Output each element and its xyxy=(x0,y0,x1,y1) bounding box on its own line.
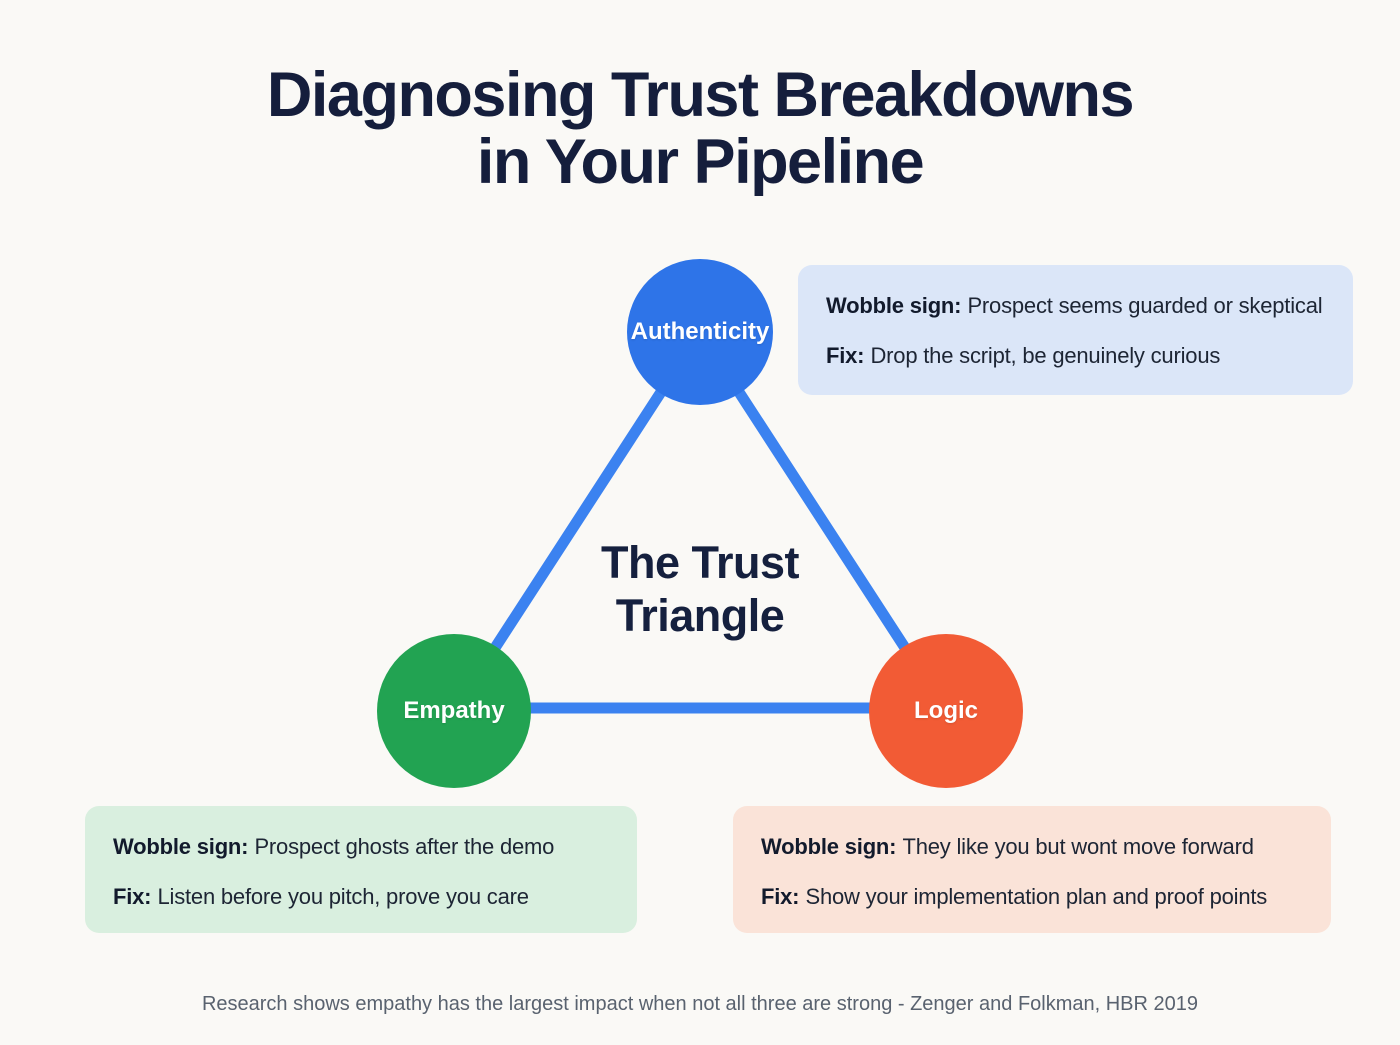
callout-authenticity-wobble: Wobble sign:Prospect seems guarded or sk… xyxy=(826,290,1325,322)
callout-empathy-wobble: Wobble sign:Prospect ghosts after the de… xyxy=(113,831,609,863)
node-logic-label: Logic xyxy=(914,697,978,724)
callout-logic-wobble: Wobble sign:They like you but wont move … xyxy=(761,831,1303,863)
page-title: Diagnosing Trust Breakdowns in Your Pipe… xyxy=(0,62,1400,196)
wobble-sign-text: Prospect ghosts after the demo xyxy=(254,834,555,859)
fix-label: Fix: xyxy=(113,884,152,909)
wobble-sign-text: Prospect seems guarded or skeptical xyxy=(967,293,1323,318)
fix-text: Drop the script, be genuinely curious xyxy=(870,343,1221,368)
page-title-line2: in Your Pipeline xyxy=(476,127,925,197)
node-logic: Logic xyxy=(869,634,1023,788)
node-empathy: Empathy xyxy=(377,634,531,788)
fix-text: Show your implementation plan and proof … xyxy=(805,884,1268,909)
wobble-sign-label: Wobble sign: xyxy=(761,834,897,859)
wobble-sign-label: Wobble sign: xyxy=(826,293,962,318)
fix-label: Fix: xyxy=(761,884,800,909)
fix-text: Listen before you pitch, prove you care xyxy=(157,884,529,909)
node-authenticity: Authenticity xyxy=(627,259,773,405)
node-empathy-label: Empathy xyxy=(403,697,505,724)
page-title-line1: Diagnosing Trust Breakdowns xyxy=(266,60,1135,130)
callout-logic-fix: Fix:Show your implementation plan and pr… xyxy=(761,881,1303,913)
fix-label: Fix: xyxy=(826,343,865,368)
footer-citation: Research shows empathy has the largest i… xyxy=(201,993,1199,1015)
callout-empathy: Wobble sign:Prospect ghosts after the de… xyxy=(85,806,637,933)
callout-authenticity: Wobble sign:Prospect seems guarded or sk… xyxy=(798,265,1353,395)
callout-authenticity-fix: Fix:Drop the script, be genuinely curiou… xyxy=(826,340,1325,372)
callout-empathy-fix: Fix:Listen before you pitch, prove you c… xyxy=(113,881,609,913)
wobble-sign-text: They like you but wont move forward xyxy=(902,834,1254,859)
triangle-center-line2: Triangle xyxy=(615,590,785,641)
wobble-sign-label: Wobble sign: xyxy=(113,834,249,859)
triangle-center-line1: The Trust xyxy=(600,537,800,588)
callout-logic: Wobble sign:They like you but wont move … xyxy=(733,806,1331,933)
node-authenticity-label: Authenticity xyxy=(630,318,770,345)
triangle-center-label: The Trust Triangle xyxy=(500,536,900,642)
